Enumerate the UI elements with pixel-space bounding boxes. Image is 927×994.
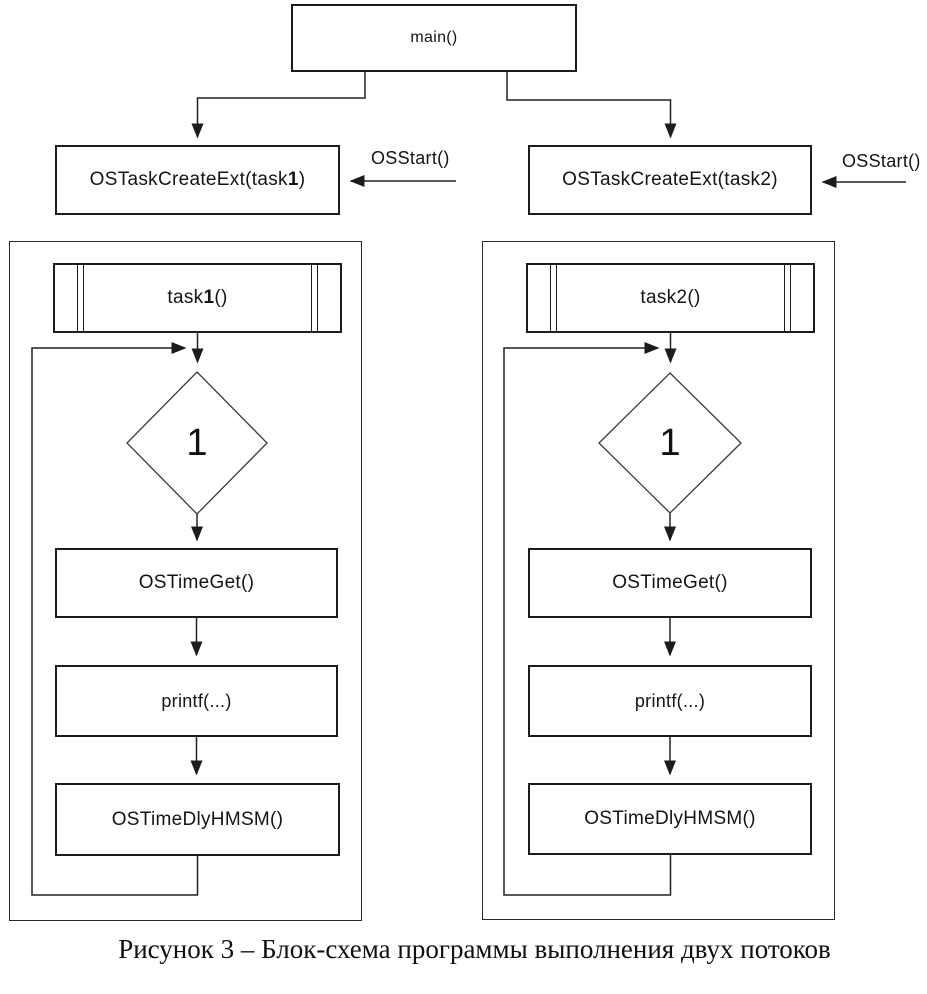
thread2-frame [482, 241, 835, 920]
node-timeget2: OSTimeGet() [528, 548, 812, 618]
decision2-diamond [598, 372, 742, 514]
task1-num: 1 [203, 287, 215, 308]
node-timeget1-label: OSTimeGet() [138, 572, 255, 593]
node-printf2-label: printf(...) [634, 690, 706, 711]
node-timedly2: OSTimeDlyHMSM() [528, 783, 812, 855]
task2-predef-bar-left [550, 265, 557, 331]
connector-loop1-back [31, 342, 199, 896]
connector-main-to-create2 [506, 72, 677, 139]
node-task1-label: task1() [167, 287, 227, 309]
create2-suffix: ) [771, 169, 778, 190]
task1-predef-bar-right [311, 265, 318, 331]
create2-prefix: OSTaskCreateExt(task [562, 169, 761, 190]
decision1-label: 1 [186, 422, 208, 464]
node-task2-label: task2() [640, 287, 700, 309]
osstart2-label: OSStart() [842, 151, 921, 171]
node-create-task2-label: OSTaskCreateExt(task2) [562, 169, 778, 191]
task2-num: 2 [676, 287, 688, 308]
node-timeget2-label: OSTimeGet() [612, 572, 728, 593]
osstart1-label: OSStart() [371, 148, 450, 168]
node-create-task1-label: OSTaskCreateExt(task1) [90, 169, 306, 191]
thread1-frame [9, 241, 362, 921]
decision2-label: 1 [659, 422, 681, 464]
node-printf1: printf(...) [55, 665, 338, 737]
figure-caption: Рисунок 3 – Блок-схема программы выполне… [118, 934, 831, 964]
connector-loop2-back [503, 342, 672, 896]
task1-predef-bar-left [77, 265, 84, 331]
node-task2: task2() [526, 263, 815, 333]
node-timedly1: OSTimeDlyHMSM() [55, 783, 340, 856]
create1-prefix: OSTaskCreateExt(task [89, 169, 288, 190]
node-create-task2: OSTaskCreateExt(task2) [528, 145, 812, 215]
node-timeget1: OSTimeGet() [55, 548, 338, 618]
node-timedly1-label: OSTimeDlyHMSM() [111, 808, 284, 830]
create1-suffix: ) [298, 169, 306, 190]
node-main-label: main() [410, 29, 458, 46]
task1-suffix: () [214, 287, 228, 308]
node-timedly2-label: OSTimeDlyHMSM() [584, 808, 756, 829]
connector-main-to-create1 [191, 72, 366, 139]
node-create-task1: OSTaskCreateExt(task1) [55, 145, 340, 215]
task2-predef-bar-right [784, 265, 791, 331]
create1-num: 1 [287, 169, 299, 190]
decision1-diamond [126, 371, 268, 515]
node-main: main() [291, 4, 577, 72]
create2-num: 2 [760, 169, 772, 190]
node-task1: task1() [53, 263, 342, 333]
task1-prefix: task [167, 287, 204, 308]
task2-prefix: task [640, 287, 677, 308]
node-printf1-label: printf(...) [161, 690, 232, 711]
task2-suffix: () [687, 287, 701, 308]
node-printf2: printf(...) [528, 665, 812, 737]
